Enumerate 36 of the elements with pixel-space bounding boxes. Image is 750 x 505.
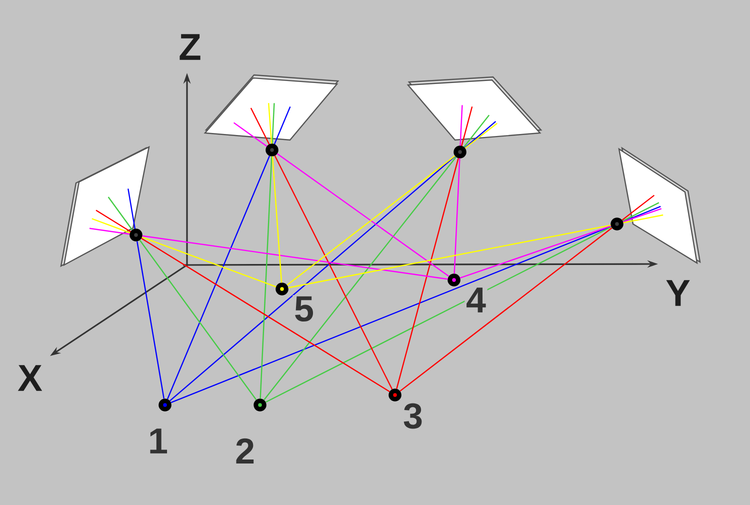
projection-line	[286, 155, 456, 286]
projection-line	[141, 238, 390, 392]
projection-line	[400, 227, 612, 392]
projection-line	[166, 156, 270, 400]
point-marker	[448, 274, 460, 286]
point-number: 4	[464, 286, 488, 314]
point-number: 3	[402, 402, 424, 430]
axis-label: Z	[180, 34, 200, 60]
projection-line	[276, 153, 450, 277]
point-number: 2	[234, 437, 256, 465]
camera-center	[454, 146, 466, 158]
projection-line	[264, 156, 456, 400]
point-marker	[158, 398, 172, 412]
projection-line	[396, 158, 459, 389]
projection-line	[142, 236, 276, 288]
projection-line	[265, 226, 612, 403]
projection-line	[139, 240, 257, 400]
projection-line	[169, 156, 456, 402]
point-marker	[276, 282, 288, 296]
point-number: 1	[146, 427, 170, 455]
projection-line	[142, 235, 448, 280]
camera-center	[130, 228, 142, 242]
projection-line	[136, 241, 165, 399]
camera-center	[266, 144, 278, 156]
point-marker	[254, 398, 266, 412]
projection-line	[274, 155, 393, 390]
point-number: 5	[292, 295, 316, 323]
axis-label: Y	[666, 280, 690, 306]
axis-label: X	[18, 365, 42, 391]
camera-center	[610, 218, 624, 230]
projection-line	[460, 226, 612, 278]
projection-line	[272, 156, 282, 283]
projection-line	[260, 156, 272, 399]
projection-line	[454, 158, 460, 274]
point-marker	[388, 388, 402, 402]
projection-line	[288, 224, 611, 288]
